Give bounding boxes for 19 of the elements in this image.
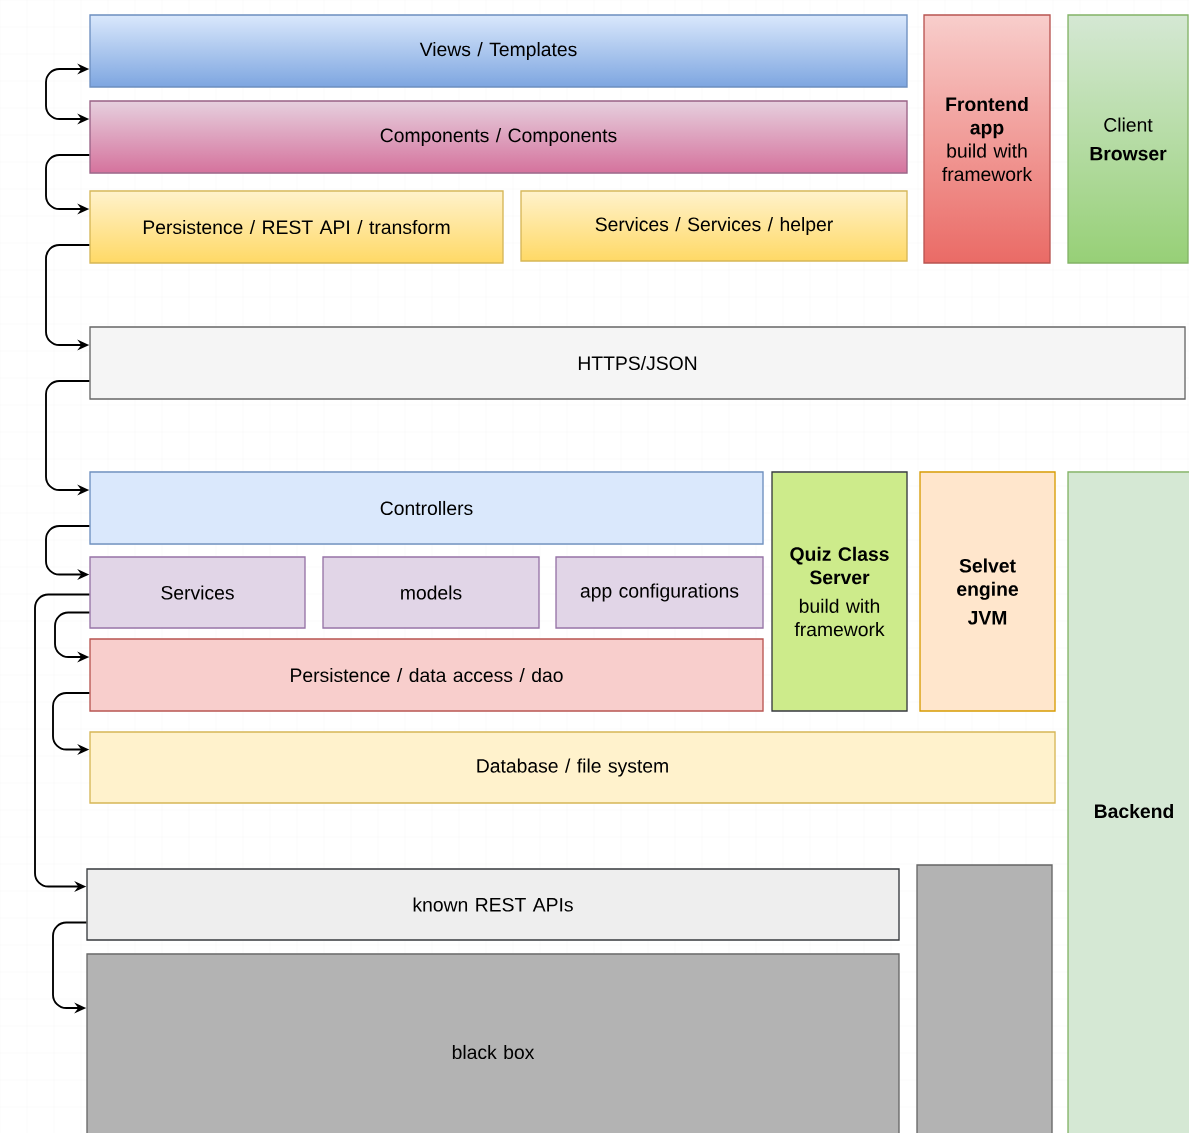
layer-box: Views / Templates xyxy=(89,14,908,88)
side-box: Selvet engine JVM xyxy=(919,471,1056,712)
module-box: app configurations xyxy=(555,556,764,629)
layer-box: Services / Services / helper xyxy=(520,190,908,262)
side-box: Quiz Class Server build with framework xyxy=(771,471,908,712)
module-box: models xyxy=(322,556,540,629)
layer-box: Persistence / REST API / transform xyxy=(89,190,504,264)
layer-box: known REST APIs xyxy=(86,868,900,941)
module-box: Services xyxy=(89,556,306,629)
empty-box xyxy=(916,864,1053,1133)
layer-box: black box xyxy=(86,953,900,1133)
layer-box: Components / Components xyxy=(89,100,908,174)
side-box: Frontend app build with framework xyxy=(923,14,1051,264)
side-box: Backend xyxy=(1067,471,1189,1133)
layer-box: HTTPS/JSON xyxy=(89,326,1186,400)
layer-box: Persistence / data access / dao xyxy=(89,638,764,712)
side-box: Client Browser xyxy=(1067,14,1189,264)
layer-box: Database / file system xyxy=(89,731,1056,804)
layer-box: Controllers xyxy=(89,471,764,545)
